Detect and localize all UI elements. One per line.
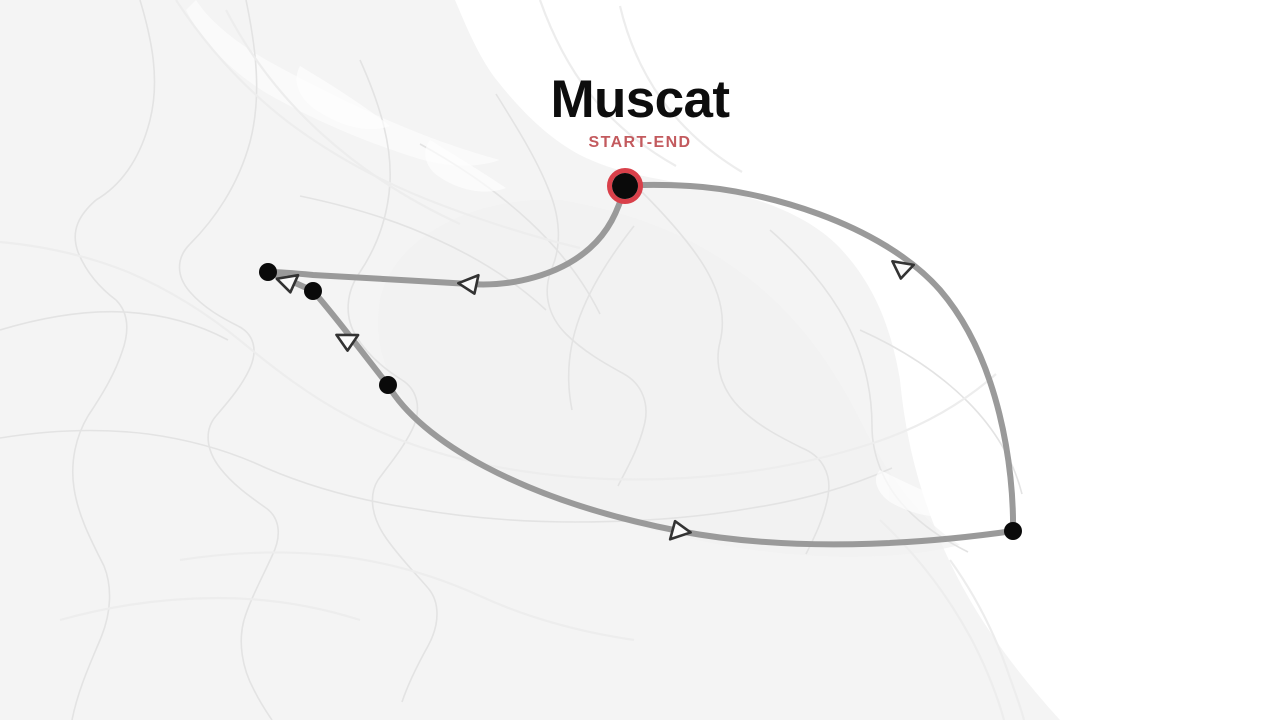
- route-lines-group: [265, 181, 1017, 548]
- waypoint-3[interactable]: [379, 376, 397, 394]
- direction-arrow-southwest: [335, 333, 360, 352]
- start-end-marker[interactable]: [612, 173, 638, 199]
- land-area-interior: [378, 199, 960, 557]
- start-end-marker-ring: [607, 168, 643, 204]
- boundary-lines: [0, 0, 1023, 720]
- terrain-highlights: [296, 66, 976, 520]
- sea-area-southeast: [1010, 500, 1280, 720]
- route-direction-arrows-group: [275, 259, 916, 541]
- leg-waypoint-3-to-waypoint-4: [385, 382, 1016, 548]
- waypoint-2[interactable]: [304, 282, 322, 300]
- direction-arrow-southeast: [668, 519, 692, 541]
- waypoint-1[interactable]: [259, 263, 277, 281]
- direction-arrow-north: [891, 259, 916, 280]
- leg-waypoint-2-to-waypoint-3: [310, 288, 391, 388]
- waypoint-4[interactable]: [1004, 522, 1022, 540]
- leg-waypoint-4-to-muscat: [622, 181, 1017, 534]
- direction-arrow-west-1: [275, 273, 300, 294]
- direction-arrow-west-2: [457, 273, 480, 295]
- road-lines: [0, 0, 1024, 720]
- leg-muscat-to-waypoint-1: [265, 183, 628, 288]
- route-start-marker-group[interactable]: [607, 168, 643, 204]
- route-waypoints-group: [259, 263, 1022, 540]
